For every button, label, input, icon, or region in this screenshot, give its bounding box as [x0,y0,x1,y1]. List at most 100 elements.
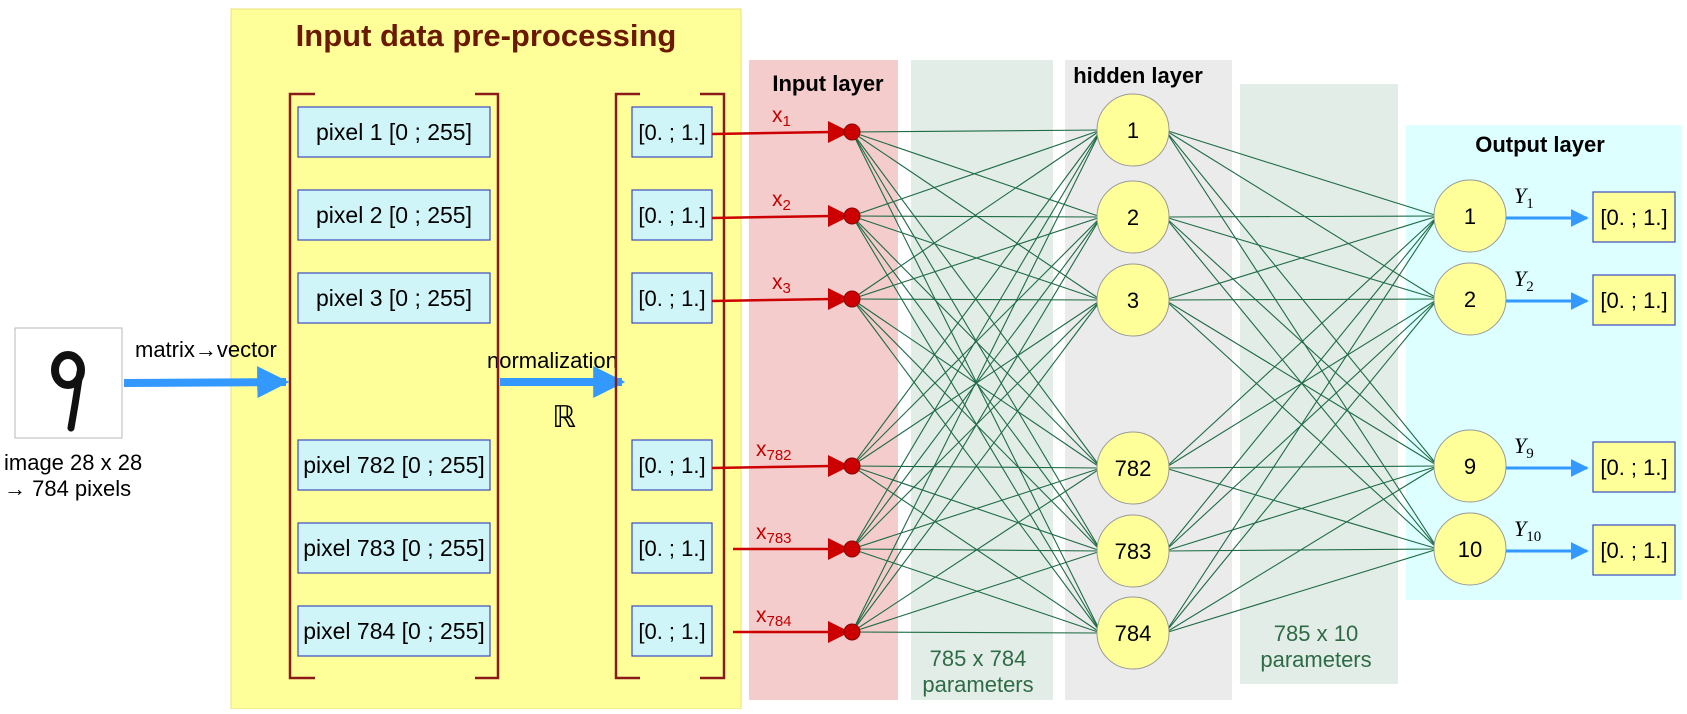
connection-x784-h782 [851,467,1102,633]
input-node-x1 [843,123,861,141]
connection-h784-y2 [1164,298,1439,634]
connection-x782-h1 [851,129,1102,467]
pixel-box-1: pixel 1 [0 ; 255] [297,106,491,158]
input-label-sub: 2 [783,197,791,214]
connection-h784-y10 [1164,548,1439,634]
connection-x2-h1 [851,129,1102,217]
input-label-sub: 784 [767,613,792,630]
pixel-box-label: pixel 782 [0 ; 255] [303,452,485,478]
output-neuron-2: 2 [1433,262,1507,336]
input-arrowhead [828,621,850,643]
input-node-x784 [843,623,861,641]
normalized-box-label: [0. ; 1.] [638,536,705,561]
image-caption-line2: → 784 pixels [4,476,131,501]
hidden-neuron-1: 1 [1096,93,1170,167]
output-layer-neurons: 1Y1[0. ; 1.]2Y2[0. ; 1.]9Y9[0. ; 1.]10Y1… [1433,179,1676,586]
input-wire-x2 [711,214,833,220]
connection-x3-h1 [851,129,1102,300]
output-value-box: [0. ; 1.] [1592,441,1676,493]
hidden-layer-panel [1065,60,1232,700]
pixel-box-label: pixel 2 [0 ; 255] [316,202,472,228]
output-neuron-label: 1 [1464,204,1476,229]
connection-h782-y1 [1164,215,1439,469]
pixel-box-2: pixel 2 [0 ; 255] [297,189,491,241]
output-label-base: Y [1514,516,1529,541]
hidden-neuron-784: 784 [1096,596,1170,670]
output-neuron-circle [1433,429,1507,503]
connection-x2-h2 [851,215,1102,218]
connection-x783-h782 [851,467,1102,550]
hidden-neuron-circle [1096,180,1170,254]
image-caption-line1: image 28 x 28 [4,450,142,475]
connection-x1-h1 [851,129,1102,133]
connection-x783-h1 [851,129,1102,550]
normalized-box-label: [0. ; 1.] [638,286,705,311]
hidden-neuron-label: 2 [1127,205,1139,230]
pixel-box-label: pixel 1 [0 ; 255] [316,119,472,145]
input-arrowhead [828,288,850,310]
handwritten-digit-nine-icon [51,351,85,432]
output-label-sub: 9 [1526,446,1534,462]
hidden-neuron-782: 782 [1096,431,1170,505]
pixel-box-label: pixel 783 [0 ; 255] [303,535,485,561]
output-neuron-1: 1 [1433,179,1507,253]
pixel-box-784: pixel 784 [0 ; 255] [297,605,491,657]
connection-h1-y9 [1164,129,1439,467]
connection-x782-h2 [851,216,1102,467]
input-layer-panel [749,60,898,700]
connection-x784-h2 [851,216,1102,633]
pixel-box-782: pixel 782 [0 ; 255] [297,439,491,491]
input-label-x2: x2 [772,188,791,214]
hidden-neuron-label: 1 [1127,118,1139,143]
output-neuron-label: 10 [1458,537,1482,562]
output-value-box: [0. ; 1.] [1592,524,1676,576]
input-label-x782: x782 [756,438,792,464]
input-arrowhead [828,455,850,477]
input-wire-x1 [711,130,833,136]
connection-h3-y2 [1164,298,1439,301]
input-label-base: x [756,521,767,544]
output-value-label: [0. ; 1.] [1600,455,1667,480]
input-to-hidden-connections [851,129,1102,634]
connection-x784-h1 [851,129,1102,633]
input-layer-title: Input layer [772,71,884,96]
hidden-neuron-circle [1096,263,1170,337]
hidden-neuron-circle [1096,596,1170,670]
params2-label-line2: parameters [1260,647,1371,672]
normalized-box-783: [0. ; 1.] [631,522,713,574]
connection-h3-y1 [1164,215,1439,301]
output-label-y1: Y1 [1514,183,1534,212]
normalized-box-1: [0. ; 1.] [631,106,713,158]
pixel-box-label: pixel 3 [0 ; 255] [316,285,472,311]
normalized-vector-bracket-right [700,92,726,680]
output-label-sub: 1 [1526,196,1534,212]
input-label-base: x [756,438,767,461]
digit-image [14,327,123,439]
normalization-label: normalization [487,348,618,373]
output-label-y2: Y2 [1514,266,1534,295]
connection-h784-y9 [1164,465,1439,634]
connection-x784-h784 [851,631,1102,634]
normalized-box-2: [0. ; 1.] [631,189,713,241]
output-layer-title: Output layer [1475,132,1605,157]
connection-x3-h2 [851,216,1102,300]
input-wire-x782 [711,464,833,470]
hidden-to-output-connections [1164,129,1439,634]
normalized-box-3: [0. ; 1.] [631,272,713,324]
output-label-y9: Y9 [1514,433,1534,462]
normalized-box-label: [0. ; 1.] [638,120,705,145]
input-label-x784: x784 [756,604,792,630]
pixel-box-783: pixel 783 [0 ; 255] [297,522,491,574]
input-wire-x3 [711,297,833,303]
connection-h1-y10 [1164,129,1439,550]
connection-x3-h3 [851,298,1102,301]
input-label-sub: 782 [767,447,792,464]
output-value-box: [0. ; 1.] [1592,191,1676,243]
normalized-vector-bracket-left [614,92,640,680]
normalized-box-784: [0. ; 1.] [631,605,713,657]
input-node-x782 [843,457,861,475]
input-arrowhead [828,121,850,143]
pixel-box-3: pixel 3 [0 ; 255] [297,272,491,324]
connection-h1-y1 [1164,129,1439,217]
